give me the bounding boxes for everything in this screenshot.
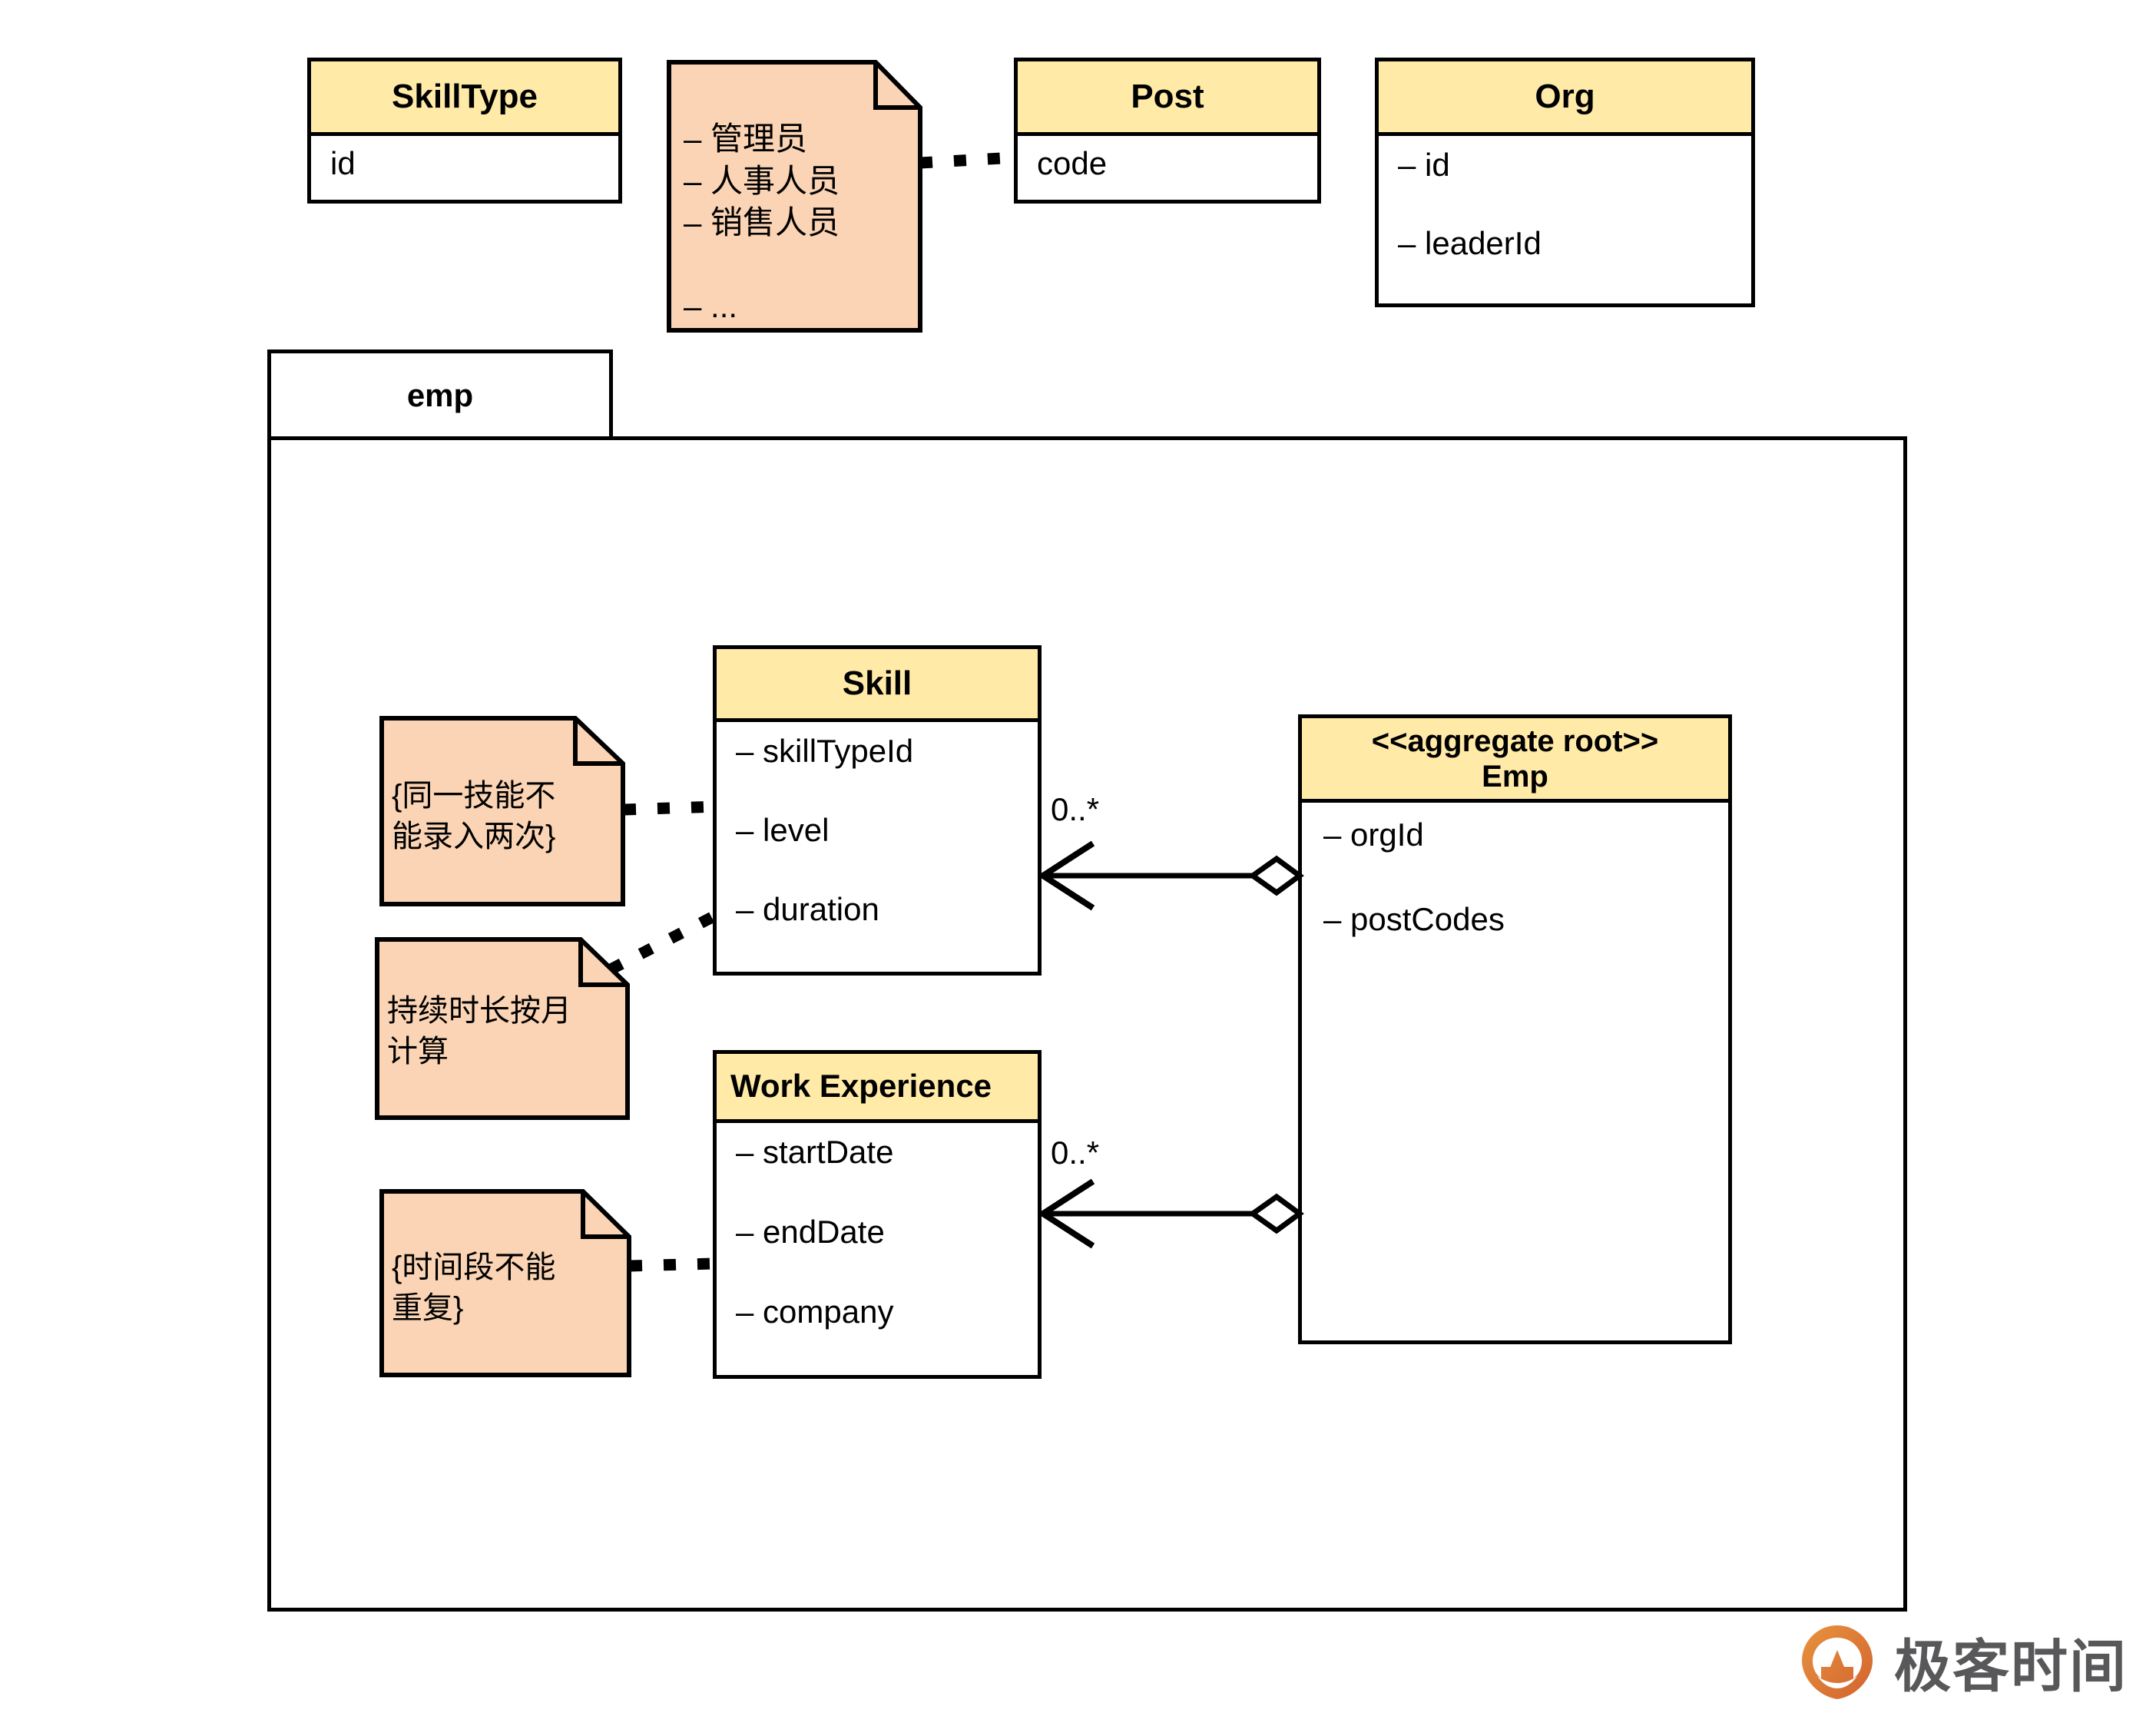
class-post-attr-0: code (1037, 145, 1108, 181)
class-skill[interactable]: Skill – skillTypeId – level – duration (713, 645, 1042, 976)
class-skill-header: Skill (717, 649, 1038, 722)
class-skilltype[interactable]: SkillType id (307, 58, 622, 204)
class-work-experience-attr-1: – endDate (736, 1214, 885, 1250)
package-emp-tab[interactable]: emp (267, 350, 613, 438)
class-org-header: Org (1379, 61, 1751, 136)
class-skill-attr-0: – skillTypeId (736, 733, 914, 769)
note-post-enum-text: – 管理员 – 人事人员 – 销售人员 – ... (684, 121, 840, 325)
class-emp-attr-1: – postCodes (1323, 901, 1505, 937)
note-period-unique-shape (379, 1189, 631, 1377)
class-emp[interactable]: <<aggregate root>> Emp – orgId – postCod… (1298, 714, 1732, 1344)
class-emp-title: Emp (1482, 759, 1548, 793)
class-work-experience-body: – startDate – endDate – company (717, 1123, 1038, 1375)
class-work-experience-attr-0: – startDate (736, 1134, 894, 1170)
class-emp-body: – orgId – postCodes (1302, 803, 1728, 1340)
class-skilltype-title: SkillType (392, 77, 538, 115)
class-skill-title: Skill (842, 664, 912, 702)
brand-logo: 极客时间 (1797, 1621, 2128, 1703)
class-skill-attr-2: – duration (736, 891, 879, 927)
note-period-unique[interactable]: {时间段不能 重复} (379, 1189, 631, 1377)
note-skill-unique[interactable]: {同一技能不 能录入两次} (379, 716, 625, 906)
class-post-body: code (1018, 136, 1317, 200)
class-skill-attr-1: – level (736, 812, 830, 848)
class-post[interactable]: Post code (1014, 58, 1321, 204)
class-emp-attr-0: – orgId (1323, 817, 1424, 853)
class-post-header: Post (1018, 61, 1317, 136)
brand-name: 极客时间 (1894, 1635, 2128, 1698)
class-work-experience-title: Work Experience (730, 1068, 992, 1105)
class-skill-body: – skillTypeId – level – duration (717, 722, 1038, 972)
note-skill-unique-text: {同一技能不 能录入两次} (392, 779, 556, 853)
class-org[interactable]: Org – id – leaderId (1375, 58, 1755, 307)
package-emp-label: emp (406, 377, 474, 413)
class-post-title: Post (1131, 77, 1204, 115)
multiplicity-emp-work-experience: 0..* (1051, 1135, 1100, 1171)
note-skill-unique-shape (379, 716, 625, 906)
class-emp-header: <<aggregate root>> Emp (1302, 718, 1728, 803)
class-skilltype-attr-0: id (330, 145, 356, 181)
geekbang-mark-icon (1802, 1625, 1873, 1699)
link-post-enum-to-post (919, 151, 1016, 169)
note-duration-month[interactable]: 持续时长按月 计算 (375, 937, 630, 1120)
class-work-experience-header: Work Experience (717, 1054, 1038, 1123)
note-post-enum-shape (667, 60, 922, 333)
note-duration-month-shape (375, 937, 630, 1120)
class-skilltype-header: SkillType (311, 61, 618, 136)
class-skilltype-body: id (311, 136, 618, 200)
class-work-experience[interactable]: Work Experience – startDate – endDate – … (713, 1050, 1042, 1379)
class-org-body: – id – leaderId (1379, 136, 1751, 303)
note-duration-month-text: 持续时长按月 计算 (387, 994, 571, 1068)
class-org-title: Org (1535, 77, 1595, 115)
class-org-attr-1: – leaderId (1398, 225, 1542, 261)
note-period-unique-text: {时间段不能 重复} (392, 1251, 556, 1325)
class-org-attr-0: – id (1398, 147, 1450, 183)
note-post-enum[interactable]: – 管理员 – 人事人员 – 销售人员 – ... (667, 60, 922, 333)
multiplicity-emp-skill: 0..* (1051, 791, 1100, 827)
class-work-experience-attr-2: – company (736, 1294, 894, 1330)
class-emp-stereotype: <<aggregate root>> (1371, 724, 1659, 758)
